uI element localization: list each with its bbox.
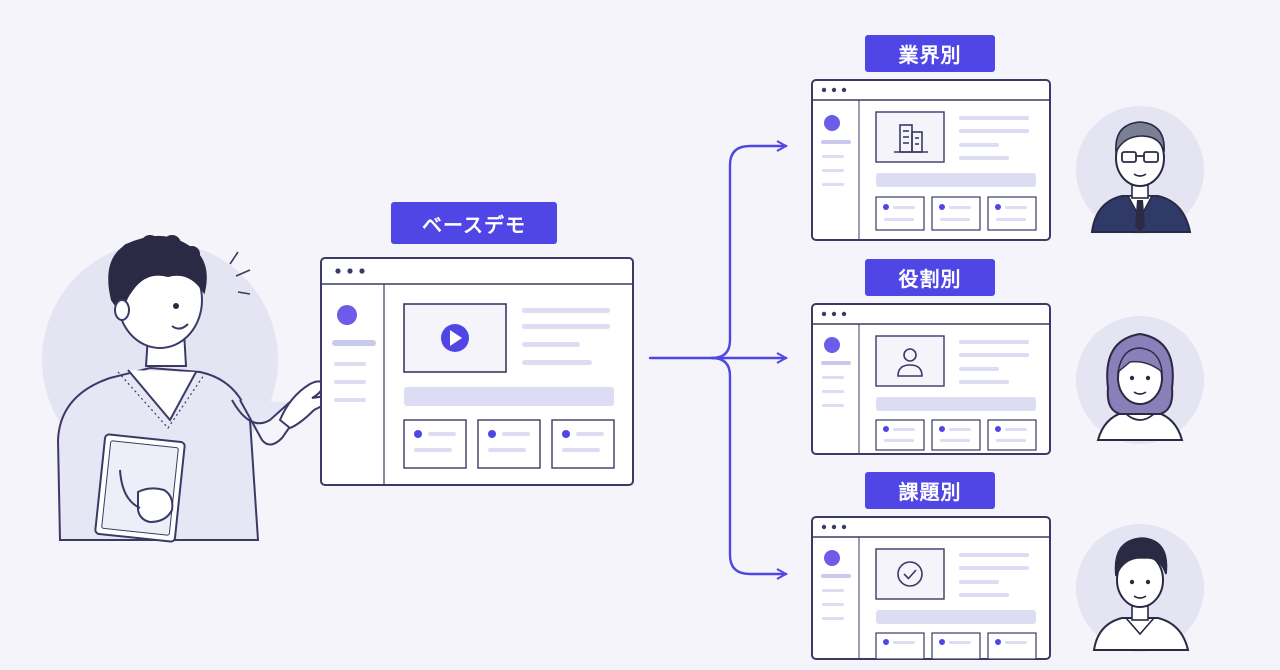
branch-connector xyxy=(648,146,786,574)
play-icon xyxy=(441,324,469,352)
persona-avatar-woman xyxy=(1076,316,1204,444)
emphasis-marks xyxy=(229,251,251,295)
persona-avatar-businessman xyxy=(1076,106,1204,234)
arrow-to-issue xyxy=(710,356,786,574)
window-dot xyxy=(359,268,365,274)
variant-window-role xyxy=(811,303,1051,455)
base-demo-label: ベースデモ xyxy=(391,202,557,244)
variant-label-industry: 業界別 xyxy=(865,35,995,72)
user-icon xyxy=(897,348,923,377)
arrow-to-industry xyxy=(710,146,786,360)
presenter-hand xyxy=(278,380,329,430)
card xyxy=(403,419,467,469)
base-demo-window xyxy=(320,257,634,486)
window-dot xyxy=(347,268,353,274)
avatar xyxy=(337,305,357,325)
persona-avatar-young-man xyxy=(1076,524,1204,652)
window-dot xyxy=(335,268,341,274)
check-circle-icon xyxy=(897,561,923,587)
glasses-icon xyxy=(1121,151,1159,163)
variant-window-issue xyxy=(811,516,1051,660)
card xyxy=(477,419,541,469)
card xyxy=(551,419,615,469)
variant-label-role: 役割別 xyxy=(865,259,995,296)
tablet-icon xyxy=(94,433,186,543)
building-icon xyxy=(894,124,928,153)
variant-window-industry xyxy=(811,79,1051,241)
presenter-illustration xyxy=(42,235,329,543)
variant-label-issue: 課題別 xyxy=(865,472,995,509)
